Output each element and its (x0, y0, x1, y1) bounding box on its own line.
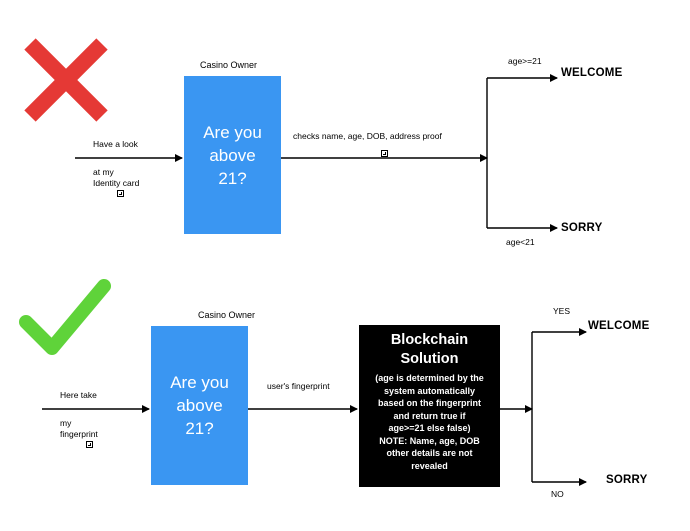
top-owner-label: Casino Owner (200, 60, 258, 70)
bottom-yes-label: YES (553, 306, 571, 316)
bottom-middle-label: user's fingerprint (267, 381, 330, 391)
top-lower-branch-label: age<21 (506, 237, 535, 247)
blockchain-title: Blockchain Solution (390, 332, 469, 367)
bottom-question-box: Are you above 21? (151, 326, 248, 485)
bottom-owner-label: Casino Owner (198, 310, 256, 320)
top-question-box: Are you above 21? (184, 76, 281, 234)
plus-box-icon[interactable] (117, 190, 124, 197)
top-sorry-result: SORRY (561, 222, 603, 234)
bottom-sorry-result: SORRY (606, 474, 648, 486)
bottom-left-label-1: Here take (60, 390, 97, 400)
top-left-label-1: Have a look (93, 139, 138, 149)
green-checkmark-icon (19, 279, 111, 355)
blockchain-solution-box: Blockchain Solution (age is determined b… (359, 325, 500, 487)
bottom-left-label-2: my fingerprint (60, 418, 98, 439)
top-upper-branch-label: age>=21 (508, 56, 542, 66)
plus-box-icon[interactable] (86, 441, 93, 448)
top-middle-label: checks name, age, DOB, address proof (293, 131, 442, 141)
top-left-label-2: at my Identity card (93, 167, 140, 188)
top-welcome-result: WELCOME (561, 67, 623, 79)
blockchain-description: (age is determined by the system automat… (375, 373, 484, 471)
bottom-welcome-result: WELCOME (588, 320, 650, 332)
red-cross-icon (24, 38, 108, 122)
plus-box-icon[interactable] (381, 150, 388, 157)
bottom-no-label: NO (551, 489, 564, 499)
